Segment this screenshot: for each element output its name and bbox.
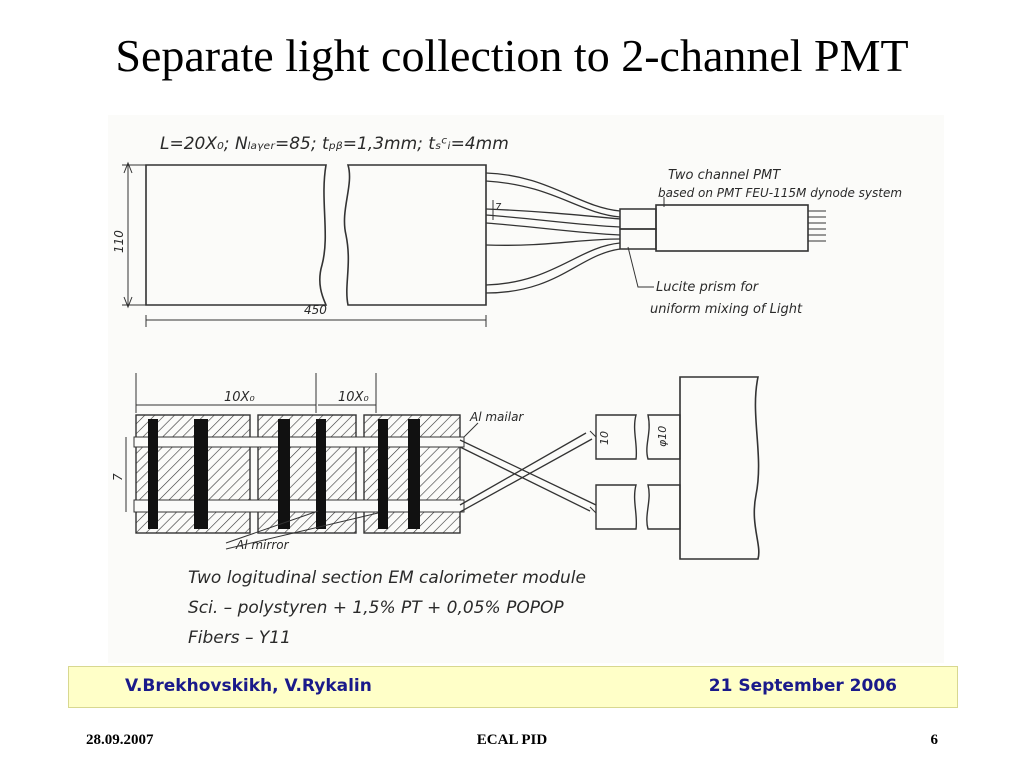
mirror-label: Al mirror <box>235 538 290 552</box>
caption-line3: Fibers – Y11 <box>188 628 291 648</box>
presentation-title: ECAL PID <box>476 732 548 748</box>
calorimeter-drawing: L=20X₀; Nₗₐᵧₑᵣ=85; tₚᵦ=1,3mm; tₛᶜᵢ=4mm 1… <box>111 134 902 648</box>
prism-dimension: 10 <box>598 431 611 445</box>
lucite-prism-upper <box>619 208 657 230</box>
parameters-label: L=20X₀; Nₗₐᵧₑᵣ=85; tₚᵦ=1,3mm; tₛᶜᵢ=4mm <box>160 134 509 154</box>
page-number: 6 <box>930 732 939 748</box>
lucite-prism-lower <box>619 228 657 250</box>
prism-note-line1: Lucite prism for <box>656 280 760 295</box>
section-label-1: 10X₀ <box>224 390 255 405</box>
gap-dimension: 7 <box>495 202 502 213</box>
authors-label: V.Brekhovskikh, V.Rykalin <box>125 676 372 696</box>
pmt-note-line2: based on PMT FEU-115M dynode system <box>658 186 902 200</box>
module-block <box>145 164 328 306</box>
pmt-block <box>679 376 760 560</box>
caption-line2: Sci. – polystyren + 1,5% PT + 0,05% POPO… <box>188 598 564 618</box>
caption-line1: Two logitudinal section EM calorimeter m… <box>188 568 586 588</box>
footer-band: V.Brekhovskikh, V.Rykalin 21 September 2… <box>68 666 958 708</box>
slide-date: 28.09.2007 <box>86 732 154 748</box>
slide-title: Separate light collection to 2-channel P… <box>115 30 909 81</box>
mylar-label: Al mailar <box>469 410 524 424</box>
pmt-diameter-dimension: φ10 <box>656 426 669 447</box>
talk-date-label: 21 September 2006 <box>708 676 897 696</box>
prism-block-upper <box>595 414 638 460</box>
module-block-right <box>343 164 487 306</box>
height-dimension: 110 <box>112 230 126 253</box>
length-dimension: 450 <box>304 303 327 317</box>
pmt-note-line1: Two channel PMT <box>668 168 781 183</box>
prism-block-lower <box>595 484 638 530</box>
layer-dimension: 7 <box>111 473 125 481</box>
pmt-body <box>655 204 809 252</box>
section-label-2: 10X₀ <box>338 390 369 405</box>
longitudinal-section-left <box>135 414 357 534</box>
schematic-scan: L=20X₀; Nₗₐᵧₑᵣ=85; tₚᵦ=1,3mm; tₛᶜᵢ=4mm 1… <box>108 115 944 663</box>
slide-footer: 28.09.2007 ECAL PID 6 <box>0 730 1024 754</box>
prism-note-line2: uniform mixing of Light <box>650 302 803 317</box>
